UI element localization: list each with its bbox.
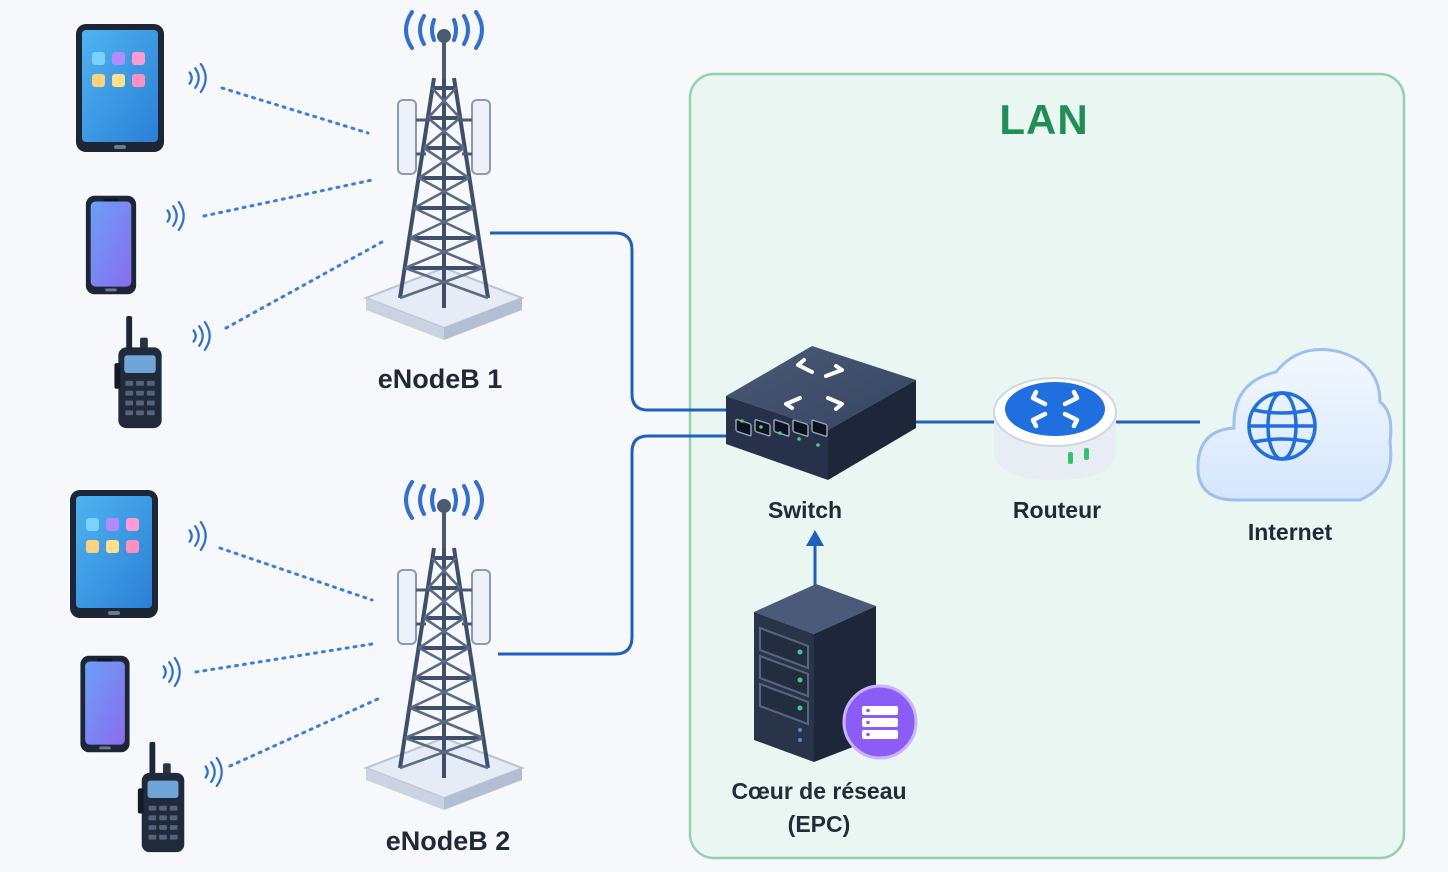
wifi-signal-icon bbox=[192, 320, 212, 352]
internet-label: Internet bbox=[1247, 519, 1333, 545]
switch-label: Switch bbox=[767, 497, 843, 523]
wired-links bbox=[490, 231, 1200, 656]
core-network-label-line1: Cœur de réseau bbox=[731, 778, 907, 804]
radio-links-enodeb1 bbox=[202, 86, 384, 330]
enodeb2-tower-icon bbox=[364, 480, 524, 812]
walkie-talkie-icon bbox=[114, 315, 162, 429]
walkie-talkie-icon bbox=[137, 741, 185, 853]
wifi-signal-icon bbox=[188, 520, 208, 552]
wifi-signal-icon bbox=[188, 62, 208, 94]
router-label: Routeur bbox=[1012, 497, 1102, 523]
smartphone-icon bbox=[80, 655, 130, 753]
router-icon bbox=[993, 377, 1117, 480]
lan-title: LAN bbox=[999, 96, 1089, 143]
radio-links-enodeb2 bbox=[194, 546, 382, 768]
tablet-icon bbox=[76, 24, 164, 152]
core-to-switch-arrow bbox=[806, 530, 824, 585]
link-enodeb1-switch bbox=[490, 231, 730, 412]
wifi-signal-icon bbox=[162, 656, 182, 688]
core-network-label: Cœur de réseau (EPC) bbox=[731, 775, 906, 841]
smartphone-icon bbox=[85, 195, 137, 295]
wifi-signal-icon bbox=[166, 200, 186, 232]
core-network-label-line2: (EPC) bbox=[787, 811, 851, 837]
switch-icon bbox=[726, 346, 916, 480]
enodeb1-label: eNodeB 1 bbox=[377, 364, 503, 394]
core-network-server-icon bbox=[754, 584, 918, 762]
wifi-signal-icon bbox=[204, 756, 224, 788]
tablet-icon bbox=[70, 490, 158, 618]
link-enodeb2-switch bbox=[498, 434, 730, 656]
enodeb2-label: eNodeB 2 bbox=[385, 826, 511, 856]
internet-cloud-icon bbox=[1196, 348, 1393, 502]
enodeb1-tower-icon bbox=[364, 10, 524, 342]
